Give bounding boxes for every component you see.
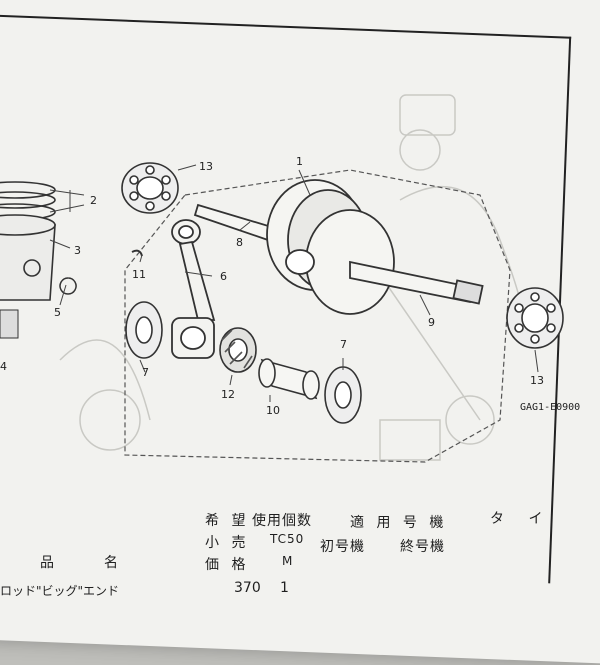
callout-12: 12 [221,388,235,401]
crankshaft [193,179,484,315]
callout-5: 5 [54,306,61,319]
callout-3: 3 [74,244,81,257]
main-bearing-right [506,287,564,349]
connecting-rod [171,219,216,359]
needle-bearing [219,327,257,373]
callout-4: 4 [0,360,7,373]
header-taipu: タ イ [490,511,553,527]
row-qty: 1 [280,580,289,596]
header-shuugouki: 終号機 [400,539,445,555]
header-shiyou: 使用個数 [252,513,312,529]
exploded-parts-diagram: 13 1 2 3 5 4 11 6 8 7 7 9 12 10 13 GAG1-… [0,155,581,463]
callout-2: 2 [90,194,97,207]
main-bearing-left [121,162,179,214]
header-tekiyou: 適 用 号 機 [350,515,448,531]
callout-13a: 13 [199,160,213,173]
callout-10: 10 [266,404,280,417]
callout-13b: 13 [530,374,544,387]
small-bearing [0,309,19,339]
callout-11: 11 [132,268,146,281]
header-kakaku: 価 格 [205,557,250,573]
callout-7b: 7 [340,338,347,351]
piston-rings [0,181,56,221]
piston [0,214,56,301]
header-hinmei: 品 名 [40,555,136,571]
header-kibou: 希 望 [205,513,250,529]
pin-clip [59,277,77,295]
header-koubai: 小 売 [205,535,250,551]
header-tc50: TC50 [270,532,305,546]
header-shogouki: 初号機 [320,539,365,555]
callout-1: 1 [296,155,303,168]
callout-7a: 7 [142,366,149,379]
leader-lines [49,164,539,402]
callout-6: 6 [220,270,227,283]
row-price: 370 [234,580,261,596]
assembly-outline [124,169,511,463]
parts-table: 希 望 小 売 価 格 使用個数 TC50 M 適 用 号 機 初号機 終号機 … [0,500,600,600]
crank-pin [258,358,320,400]
row-name: ロッド"ビッグ"エンド [0,584,120,598]
woodruff-key [131,249,143,257]
header-m: M [282,554,294,568]
callout-8: 8 [236,236,243,249]
callout-9: 9 [428,316,435,329]
figure-reference-code: GAG1-E0900 [520,402,580,413]
thrust-washer-left [125,301,163,359]
thrust-washer-right [324,366,362,424]
